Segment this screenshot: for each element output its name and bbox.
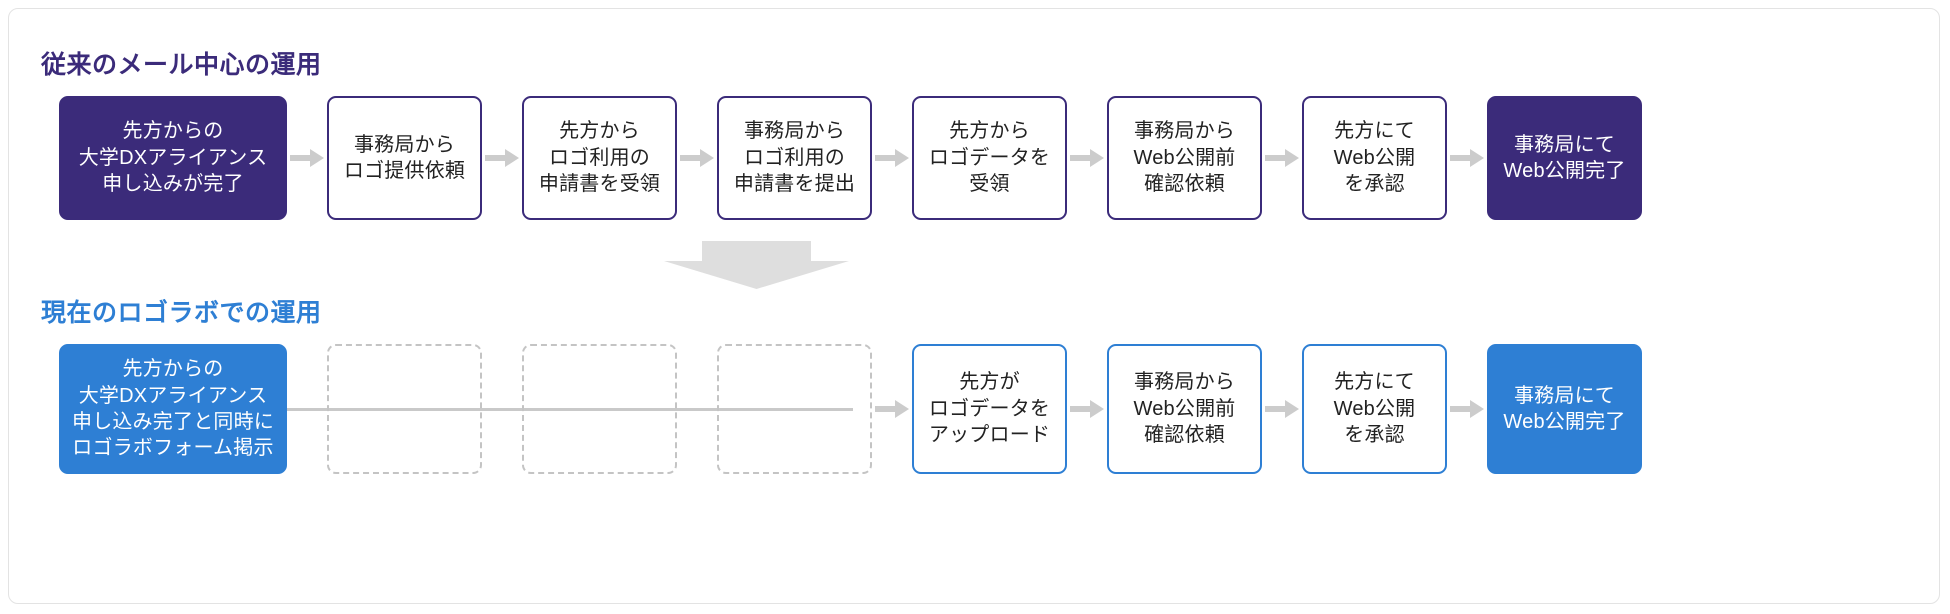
- diagram-card: 従来のメール中心の運用 先方からの 大学DXアライアンス 申し込みが完了事務局か…: [8, 8, 1940, 604]
- big-arrow-down-icon: [664, 241, 849, 289]
- flow-step-box[interactable]: 先方から ロゴ利用の 申請書を受領: [522, 96, 677, 220]
- arrow-right-icon: [287, 147, 327, 169]
- flow-step-box[interactable]: 事務局から ロゴ提供依頼: [327, 96, 482, 220]
- legacy-flow-row: 先方からの 大学DXアライアンス 申し込みが完了事務局から ロゴ提供依頼先方から…: [59, 96, 1642, 220]
- skipped-steps-line: [287, 408, 853, 411]
- arrow-right-icon: [1067, 147, 1107, 169]
- arrow-right-icon: [1262, 398, 1302, 420]
- flow-step-box[interactable]: 事務局にて Web公開完了: [1487, 96, 1642, 220]
- flow-step-box[interactable]: 先方にて Web公開 を承認: [1302, 96, 1447, 220]
- current-flow-row: 先方からの 大学DXアライアンス 申し込み完了と同時に ロゴラボフォーム掲示 先方…: [59, 344, 1642, 474]
- flow-step-box[interactable]: 先方からの 大学DXアライアンス 申し込みが完了: [59, 96, 287, 220]
- flow-step-placeholder: [717, 344, 872, 474]
- flow-step-box[interactable]: 事務局から ロゴ利用の 申請書を提出: [717, 96, 872, 220]
- flow-step-box[interactable]: 事務局から Web公開前 確認依頼: [1107, 96, 1262, 220]
- flow-step-box[interactable]: 先方にて Web公開 を承認: [1302, 344, 1447, 474]
- arrow-right-icon: [1262, 147, 1302, 169]
- arrow-right-icon: [872, 398, 912, 420]
- arrow-right-icon: [1447, 398, 1487, 420]
- current-section-title: 現在のロゴラボでの運用: [41, 299, 322, 327]
- arrow-right-icon: [1067, 398, 1107, 420]
- arrow-right-icon: [482, 147, 522, 169]
- flow-step-box[interactable]: 事務局から Web公開前 確認依頼: [1107, 344, 1262, 474]
- flow-step-placeholder: [327, 344, 482, 474]
- arrow-right-icon: [677, 147, 717, 169]
- flow-step-box[interactable]: 事務局にて Web公開完了: [1487, 344, 1642, 474]
- flow-step-box[interactable]: 先方から ロゴデータを 受領: [912, 96, 1067, 220]
- arrow-right-icon: [872, 147, 912, 169]
- legacy-section-title: 従来のメール中心の運用: [41, 51, 322, 79]
- arrow-right-icon: [1447, 147, 1487, 169]
- flow-step-box[interactable]: 先方が ロゴデータを アップロード: [912, 344, 1067, 474]
- flow-step-placeholder: [522, 344, 677, 474]
- flow-step-box[interactable]: 先方からの 大学DXアライアンス 申し込み完了と同時に ロゴラボフォーム掲示: [59, 344, 287, 474]
